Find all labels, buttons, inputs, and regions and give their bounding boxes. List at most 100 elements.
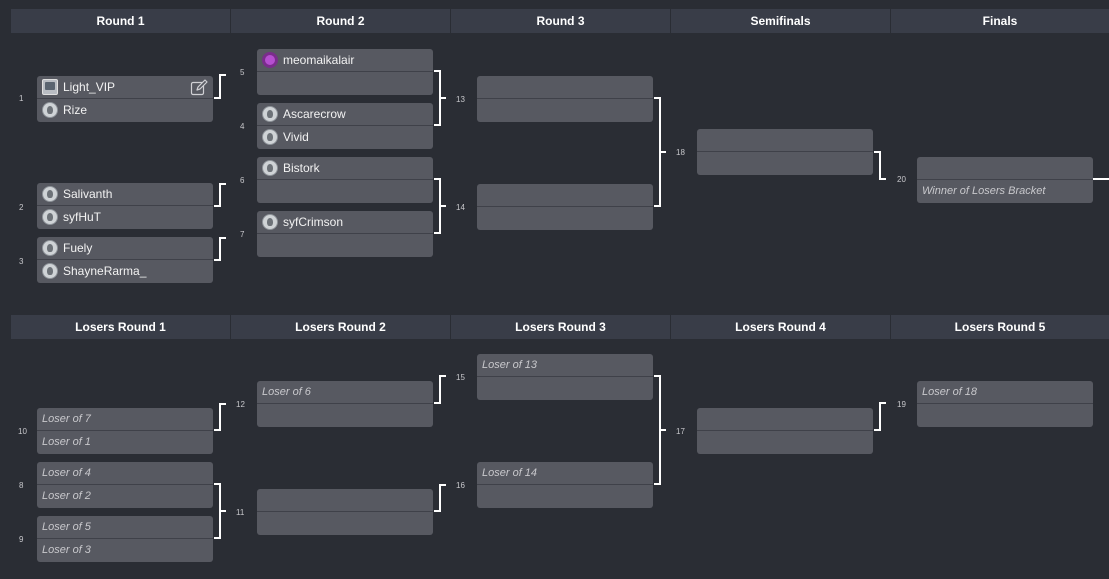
match-card[interactable]: syfCrimson	[257, 211, 433, 257]
winners-round-headers: Round 1 Round 2 Round 3 Semifinals Final…	[11, 9, 1109, 33]
match-card[interactable]: Light_VIP Rize	[37, 76, 213, 122]
match-slot-bottom[interactable]	[257, 512, 433, 534]
player-avatar-icon	[262, 160, 278, 176]
player-avatar-icon	[42, 263, 58, 279]
match-slot-top[interactable]: Light_VIP	[37, 76, 213, 98]
match-card[interactable]	[477, 76, 653, 122]
match-slot-bottom[interactable]	[477, 377, 653, 399]
match-slot-bottom[interactable]: Vivid	[257, 126, 433, 148]
header-losers-round-5: Losers Round 5	[891, 315, 1109, 339]
match-slot-top[interactable]	[477, 184, 653, 206]
match-number: 20	[897, 175, 906, 184]
match-card[interactable]: Loser of 4 Loser of 2	[37, 462, 213, 508]
match-card[interactable]: Loser of 5 Loser of 3	[37, 516, 213, 562]
slot-divider	[37, 205, 213, 206]
match-slot-top[interactable]: Bistork	[257, 157, 433, 179]
match-slot-top[interactable]: Ascarecrow	[257, 103, 433, 125]
match-slot-top[interactable]: Loser of 7	[37, 408, 213, 430]
match-slot-bottom[interactable]	[697, 431, 873, 453]
match-card[interactable]: Ascarecrow Vivid	[257, 103, 433, 149]
player-name: Ascarecrow	[283, 107, 346, 121]
match-slot-bottom[interactable]	[257, 234, 433, 256]
placeholder-name: Loser of 18	[922, 386, 978, 398]
player-name: Fuely	[63, 241, 93, 255]
match-slot-top[interactable]	[477, 76, 653, 98]
match-slot-bottom[interactable]: Winner of Losers Bracket	[917, 180, 1093, 202]
match-slot-bottom[interactable]: syfHuT	[37, 206, 213, 228]
match-number: 10	[18, 427, 27, 436]
match-slot-bottom[interactable]	[257, 180, 433, 202]
match-slot-top[interactable]: Loser of 13	[477, 354, 653, 376]
player-name: Salivanth	[63, 187, 113, 201]
slot-divider	[257, 179, 433, 180]
match-slot-bottom[interactable]	[697, 152, 873, 174]
player-name: syfCrimson	[283, 215, 344, 229]
match-card[interactable]	[697, 408, 873, 454]
slot-divider	[477, 206, 653, 207]
placeholder-name: Loser of 14	[482, 467, 538, 479]
losers-round-headers: Losers Round 1 Losers Round 2 Losers Rou…	[11, 315, 1109, 339]
match-card[interactable]: Loser of 14	[477, 462, 653, 508]
match-slot-top[interactable]: Fuely	[37, 237, 213, 259]
slot-divider	[37, 259, 213, 260]
edit-icon[interactable]	[190, 79, 208, 96]
player-name: ShayneRarma_	[63, 264, 147, 278]
match-card[interactable]: Loser of 13	[477, 354, 653, 400]
match-slot-bottom[interactable]	[257, 72, 433, 94]
match-slot-top[interactable]	[697, 408, 873, 430]
slot-divider	[917, 403, 1093, 404]
match-slot-top[interactable]	[697, 129, 873, 151]
match-slot-top[interactable]: Loser of 5	[37, 516, 213, 538]
match-slot-bottom[interactable]: ShayneRarma_	[37, 260, 213, 282]
meomaikalair-avatar-icon	[262, 52, 278, 68]
match-slot-bottom[interactable]	[257, 404, 433, 426]
match-card[interactable]: Winner of Losers Bracket	[917, 157, 1093, 203]
match-number: 16	[456, 481, 465, 490]
placeholder-name: Loser of 13	[482, 359, 538, 371]
match-slot-bottom[interactable]	[477, 207, 653, 229]
match-slot-top[interactable]: Loser of 6	[257, 381, 433, 403]
match-slot-bottom[interactable]	[477, 485, 653, 507]
match-slot-top[interactable]: Loser of 14	[477, 462, 653, 484]
light-vip-avatar-icon	[42, 79, 58, 95]
match-number: 12	[236, 400, 245, 409]
match-slot-top[interactable]: meomaikalair	[257, 49, 433, 71]
match-card[interactable]: Loser of 18	[917, 381, 1093, 427]
match-slot-top[interactable]: Loser of 18	[917, 381, 1093, 403]
match-number: 4	[240, 122, 245, 131]
match-slot-bottom[interactable]: Loser of 2	[37, 485, 213, 507]
match-card[interactable]: Loser of 6	[257, 381, 433, 427]
match-number: 13	[456, 95, 465, 104]
match-card[interactable]	[697, 129, 873, 175]
match-card[interactable]: Salivanth syfHuT	[37, 183, 213, 229]
match-card[interactable]: Fuely ShayneRarma_	[37, 237, 213, 283]
match-slot-top[interactable]	[917, 157, 1093, 179]
slot-divider	[697, 151, 873, 152]
match-number: 2	[19, 203, 24, 212]
match-slot-top[interactable]	[257, 489, 433, 511]
match-card[interactable]: Bistork	[257, 157, 433, 203]
match-slot-bottom[interactable]: Loser of 1	[37, 431, 213, 453]
player-avatar-icon	[42, 186, 58, 202]
match-slot-bottom[interactable]	[477, 99, 653, 121]
player-name: Rize	[63, 103, 88, 117]
slot-divider	[477, 98, 653, 99]
match-number: 18	[676, 148, 685, 157]
match-slot-top[interactable]: Loser of 4	[37, 462, 213, 484]
match-card[interactable]: meomaikalair	[257, 49, 433, 95]
match-slot-bottom[interactable]: Loser of 3	[37, 539, 213, 561]
header-round-1: Round 1	[11, 9, 230, 33]
match-card[interactable]	[477, 184, 653, 230]
match-card[interactable]: Loser of 7 Loser of 1	[37, 408, 213, 454]
match-number: 9	[19, 535, 24, 544]
match-slot-top[interactable]: syfCrimson	[257, 211, 433, 233]
match-card[interactable]	[257, 489, 433, 535]
match-slot-bottom[interactable]: Rize	[37, 99, 213, 121]
match-number: 8	[19, 481, 24, 490]
header-losers-round-1: Losers Round 1	[11, 315, 230, 339]
match-slot-top[interactable]: Salivanth	[37, 183, 213, 205]
match-slot-bottom[interactable]	[917, 404, 1093, 426]
match-number: 7	[240, 230, 245, 239]
player-name: Bistork	[283, 161, 320, 175]
